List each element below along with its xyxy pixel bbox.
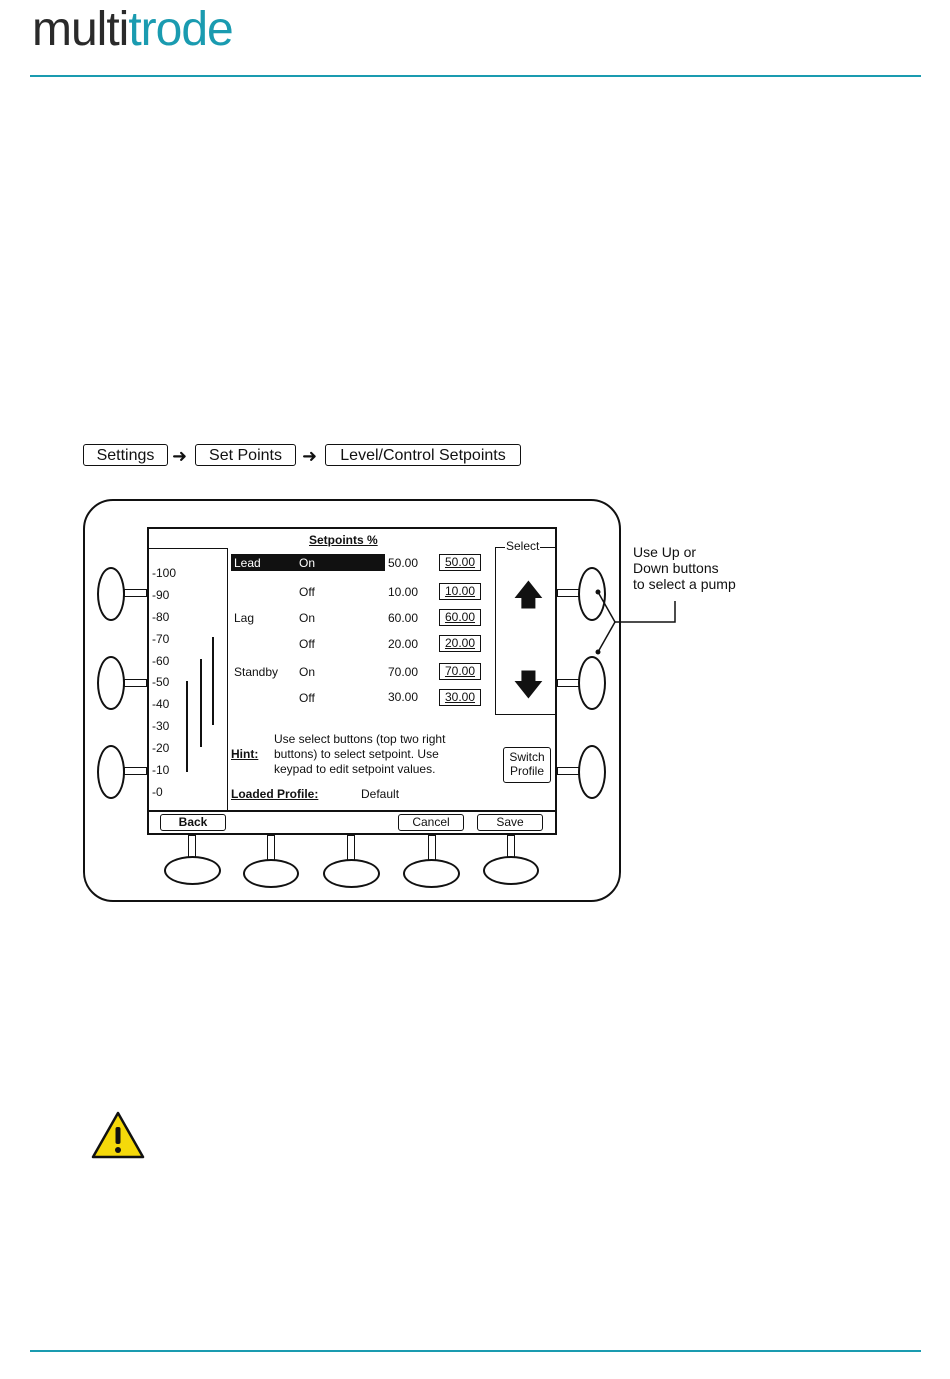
- down-arrow-icon[interactable]: 🡇: [513, 669, 544, 702]
- bottom-soft-key-4[interactable]: [403, 859, 460, 888]
- right-soft-key-up[interactable]: [578, 567, 606, 621]
- scale-tick: -60: [152, 654, 170, 668]
- state-label: Off: [299, 637, 315, 651]
- setpoint-edit-field[interactable]: 20.00: [439, 635, 481, 652]
- lag-setpoint-bar: [200, 659, 202, 747]
- state-label: On: [299, 556, 316, 570]
- scale-tick: -50: [152, 675, 170, 689]
- setpoint-value: 10.00: [388, 585, 419, 599]
- callout-text: Use Up or Down buttons to select a pump: [633, 544, 736, 592]
- key-stem: [188, 835, 196, 858]
- breadcrumb-arrow-icon: ➜: [302, 446, 318, 466]
- up-arrow-icon[interactable]: 🡅: [513, 579, 544, 612]
- setpoint-value: 30.00: [388, 690, 419, 704]
- callout-leader-line: [595, 589, 676, 655]
- setpoint-value: 20.00: [388, 637, 419, 651]
- bottom-soft-key-3[interactable]: [323, 859, 380, 888]
- standby-setpoint-bar: [212, 637, 214, 725]
- device-bezel: [83, 499, 621, 902]
- setpoint-edit-field[interactable]: 70.00: [439, 663, 481, 680]
- key-stem: [124, 767, 147, 775]
- key-stem: [557, 767, 580, 775]
- scale-tick: -100: [152, 566, 177, 580]
- loaded-profile-label: Loaded Profile:: [231, 787, 319, 801]
- switch-profile-button[interactable]: Switch Profile: [503, 747, 551, 783]
- scale-tick: -30: [152, 719, 170, 733]
- breadcrumb-settings[interactable]: Settings: [83, 444, 168, 466]
- state-label: On: [299, 665, 316, 679]
- back-button[interactable]: Back: [160, 814, 226, 831]
- scale-tick: -10: [152, 763, 170, 777]
- setpoint-edit-field[interactable]: 50.00: [439, 554, 481, 571]
- bottom-soft-key-1[interactable]: [164, 856, 221, 885]
- scale-tick: -70: [152, 632, 170, 646]
- setpoint-edit-field[interactable]: 10.00: [439, 583, 481, 600]
- key-stem: [347, 835, 355, 861]
- lead-setpoint-bar: [186, 681, 188, 772]
- state-label: Off: [299, 691, 315, 705]
- pump-label-lead: Lead: [234, 556, 261, 570]
- footer-rule: [30, 1350, 921, 1352]
- warning-triangle-icon: [91, 1111, 145, 1159]
- hint-label: Hint:: [231, 747, 259, 761]
- screen-title: Setpoints %: [309, 533, 378, 547]
- breadcrumb-arrow-icon: ➜: [172, 446, 188, 466]
- key-stem: [124, 589, 147, 597]
- lcd-screen: Setpoints % -100 -90 -80 -70 -60 -50 -40…: [147, 527, 557, 835]
- multitrode-logo: multitrode: [32, 3, 234, 56]
- scale-tick: -40: [152, 697, 170, 711]
- right-soft-key-down[interactable]: [578, 656, 606, 710]
- scale-tick: -0: [152, 785, 163, 799]
- scale-tick: -80: [152, 610, 170, 624]
- left-soft-key-1[interactable]: [97, 567, 125, 621]
- setpoint-value: 70.00: [388, 665, 419, 679]
- key-stem: [557, 589, 580, 597]
- select-group: Select 🡅 🡇: [495, 539, 557, 715]
- setpoint-value: 50.00: [388, 556, 419, 570]
- right-soft-key-3[interactable]: [578, 745, 606, 799]
- hint-text-line: buttons) to select setpoint. Use: [274, 747, 439, 761]
- hint-text-line: Use select buttons (top two right: [274, 732, 446, 746]
- pump-label-standby: Standby: [234, 665, 279, 679]
- state-label: On: [299, 611, 316, 625]
- breadcrumb-set-points[interactable]: Set Points: [195, 444, 296, 466]
- breadcrumb-level-control-setpoints[interactable]: Level/Control Setpoints: [325, 444, 521, 466]
- left-soft-key-3[interactable]: [97, 745, 125, 799]
- header-rule: [30, 75, 921, 77]
- select-group-label: Select: [505, 539, 541, 553]
- setpoint-edit-field[interactable]: 30.00: [439, 689, 481, 706]
- key-stem: [557, 679, 580, 687]
- scale-tick: -20: [152, 741, 170, 755]
- left-soft-key-2[interactable]: [97, 656, 125, 710]
- key-stem: [507, 835, 515, 858]
- setpoint-value: 60.00: [388, 611, 419, 625]
- bottom-soft-key-2[interactable]: [243, 859, 299, 888]
- loaded-profile-value: Default: [361, 787, 400, 801]
- scale-tick: -90: [152, 588, 170, 602]
- bottom-soft-key-5[interactable]: [483, 856, 539, 885]
- key-stem: [428, 835, 436, 861]
- selected-row-highlight: [231, 554, 385, 571]
- pump-label-lag: Lag: [234, 611, 255, 625]
- state-label: Off: [299, 585, 315, 599]
- softkey-bar-divider: [149, 810, 555, 812]
- setpoint-edit-field[interactable]: 60.00: [439, 609, 481, 626]
- cancel-button[interactable]: Cancel: [398, 814, 464, 831]
- level-scale-panel: -100 -90 -80 -70 -60 -50 -40 -30 -20 -10…: [149, 548, 228, 810]
- key-stem: [124, 679, 147, 687]
- hint-text-line: keypad to edit setpoint values.: [274, 762, 436, 776]
- key-stem: [267, 835, 275, 861]
- save-button[interactable]: Save: [477, 814, 543, 831]
